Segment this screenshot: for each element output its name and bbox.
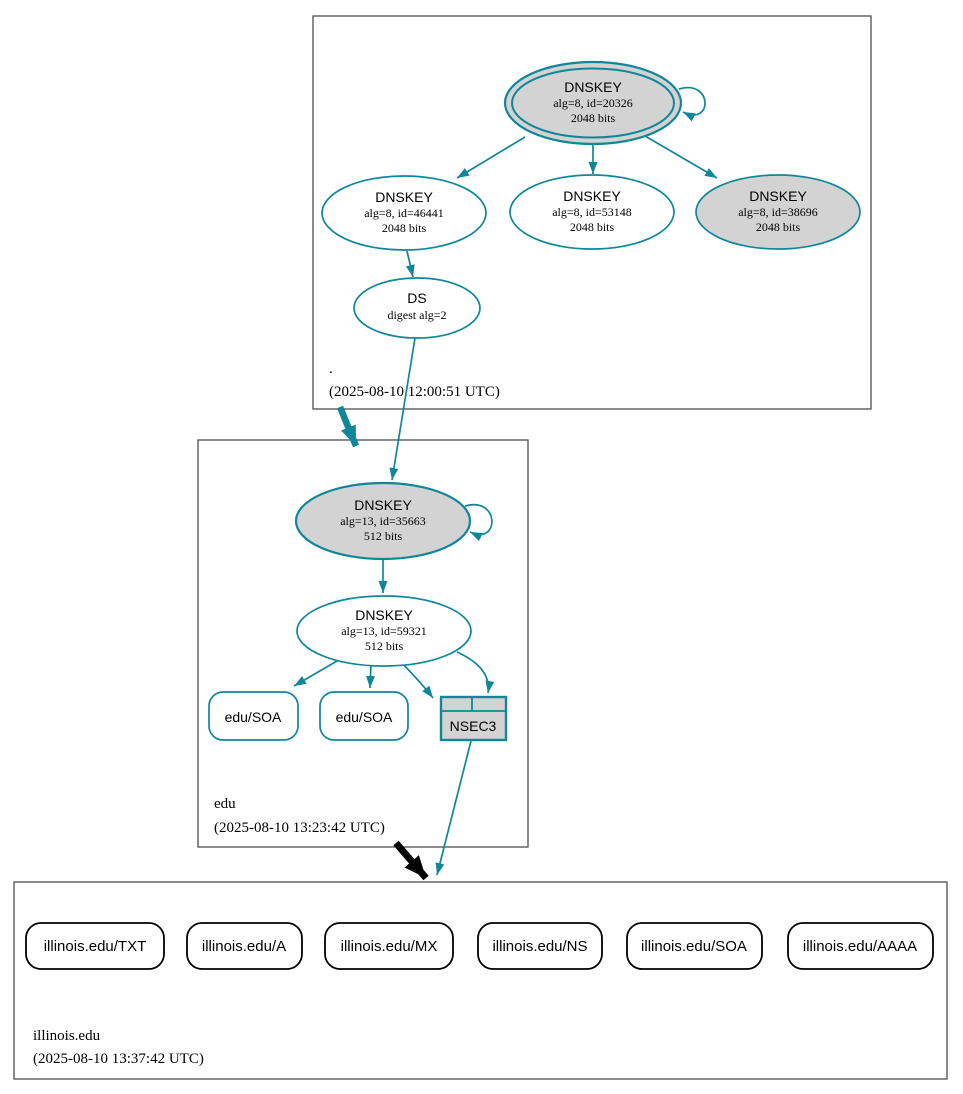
node-illinois-a[interactable]: illinois.edu/A (186, 922, 303, 970)
illinois-soa-rect[interactable] (626, 922, 763, 970)
node-illinois-mx[interactable]: illinois.edu/MX (324, 922, 454, 970)
dnskey-38696-title: DNSKEY (749, 188, 807, 204)
edge-edu-zsk-to-soa1 (293, 660, 338, 687)
edge-edu-to-illinois-delegation-arrow (393, 840, 429, 881)
illinois-a-rect[interactable] (186, 922, 303, 970)
edu-dnskey-59321-title: DNSKEY (355, 607, 413, 623)
edu-soa-2-label: edu/SOA (336, 709, 393, 725)
nsec3-label: NSEC3 (450, 718, 497, 734)
ds-title: DS (407, 290, 426, 306)
node-nsec3[interactable]: NSEC3 (439, 695, 508, 742)
dnskey-38696-alg: alg=8, id=38696 (738, 205, 818, 219)
node-dnskey-20326[interactable]: DNSKEY alg=8, id=20326 2048 bits (503, 60, 683, 146)
dnskey-20326-alg: alg=8, id=20326 (553, 96, 633, 110)
dnskey-53148-alg: alg=8, id=53148 (552, 205, 632, 219)
edge-root-ksk-to-zsk-38696 (644, 135, 718, 179)
node-edu-soa-2[interactable]: edu/SOA (319, 691, 409, 741)
illinois-ns-label: illinois.edu/NS (492, 938, 587, 955)
edu-dnskey-59321-ellipse[interactable] (296, 595, 472, 667)
illinois-ns-rect[interactable] (477, 922, 603, 970)
illinois-txt-rect[interactable] (25, 922, 165, 970)
ds-ellipse[interactable] (353, 277, 481, 339)
illinois-txt-label: illinois.edu/TXT (44, 938, 147, 955)
zone-timestamp-illinois: (2025-08-10 13:37:42 UTC) (33, 1051, 204, 1067)
edu-dnskey-59321-alg: alg=13, id=59321 (341, 624, 427, 638)
node-illinois-aaaa[interactable]: illinois.edu/AAAA (787, 922, 934, 970)
edge-nsec3-to-illinois (435, 740, 472, 876)
ds-digest: digest alg=2 (387, 308, 446, 322)
zone-timestamp-root: (2025-08-10 12:00:51 UTC) (329, 384, 500, 400)
illinois-aaaa-rect[interactable] (787, 922, 934, 970)
zone-timestamp-edu: (2025-08-10 13:23:42 UTC) (214, 820, 385, 836)
edu-dnskey-35663-bits: 512 bits (364, 529, 403, 543)
edge-root-ksk-to-zsk-46441 (456, 136, 526, 179)
illinois-a-label: illinois.edu/A (202, 938, 286, 955)
edu-soa-1-label: edu/SOA (225, 709, 282, 725)
dnskey-38696-ellipse[interactable] (695, 174, 861, 250)
edu-soa-1-rect[interactable] (208, 691, 299, 741)
edge-root-ksk-selfloop (678, 86, 706, 122)
edu-dnskey-35663-title: DNSKEY (354, 497, 412, 513)
dnskey-53148-title: DNSKEY (563, 188, 621, 204)
node-edu-soa-1[interactable]: edu/SOA (208, 691, 299, 741)
node-illinois-txt[interactable]: illinois.edu/TXT (25, 922, 165, 970)
dnskey-20326-outer-ellipse[interactable] (503, 60, 683, 146)
illinois-mx-rect[interactable] (324, 922, 454, 970)
illinois-soa-label: illinois.edu/SOA (641, 938, 747, 955)
dnskey-53148-bits: 2048 bits (570, 220, 615, 234)
node-dnskey-38696[interactable]: DNSKEY alg=8, id=38696 2048 bits (695, 174, 861, 250)
node-edu-dnskey-59321[interactable]: DNSKEY alg=13, id=59321 512 bits (296, 595, 472, 667)
node-ds[interactable]: DS digest alg=2 (353, 277, 481, 339)
zone-box-illinois (13, 881, 948, 1080)
dnskey-46441-ellipse[interactable] (321, 175, 487, 251)
edu-dnskey-35663-ellipse[interactable] (294, 481, 472, 561)
nsec3-rect[interactable] (439, 695, 508, 742)
edge-ds-to-edu-ksk (389, 337, 416, 481)
node-illinois-soa[interactable]: illinois.edu/SOA (626, 922, 763, 970)
node-illinois-ns[interactable]: illinois.edu/NS (477, 922, 603, 970)
zone-label-illinois: illinois.edu (33, 1028, 101, 1044)
edu-dnskey-35663-alg: alg=13, id=35663 (340, 514, 426, 528)
edu-soa-2-rect[interactable] (319, 691, 409, 741)
edge-root-to-edu-delegation-arrow (336, 405, 360, 448)
dnskey-46441-title: DNSKEY (375, 189, 433, 205)
zone-label-root: . (329, 361, 333, 377)
zone-label-edu: edu (214, 796, 236, 812)
illinois-aaaa-label: illinois.edu/AAAA (803, 938, 917, 955)
dnskey-20326-inner-ellipse (511, 67, 675, 139)
dnskey-20326-title: DNSKEY (564, 79, 622, 95)
node-dnskey-53148[interactable]: DNSKEY alg=8, id=53148 2048 bits (509, 174, 675, 250)
node-edu-dnskey-35663[interactable]: DNSKEY alg=13, id=35663 512 bits (294, 481, 472, 561)
edu-dnskey-59321-bits: 512 bits (365, 639, 404, 653)
edge-edu-ksk-selfloop (464, 503, 493, 542)
edge-edu-zsk-to-soa2 (366, 663, 375, 689)
illinois-mx-label: illinois.edu/MX (341, 938, 438, 955)
dnskey-46441-alg: alg=8, id=46441 (364, 206, 444, 220)
dnskey-46441-bits: 2048 bits (382, 221, 427, 235)
dnskey-53148-ellipse[interactable] (509, 174, 675, 250)
edge-edu-zsk-to-nsec3-right (456, 651, 495, 694)
dnskey-20326-bits: 2048 bits (571, 111, 616, 125)
node-dnskey-46441[interactable]: DNSKEY alg=8, id=46441 2048 bits (321, 175, 487, 251)
edge-zsk-46441-to-ds (405, 250, 415, 278)
dnskey-38696-bits: 2048 bits (756, 220, 801, 234)
